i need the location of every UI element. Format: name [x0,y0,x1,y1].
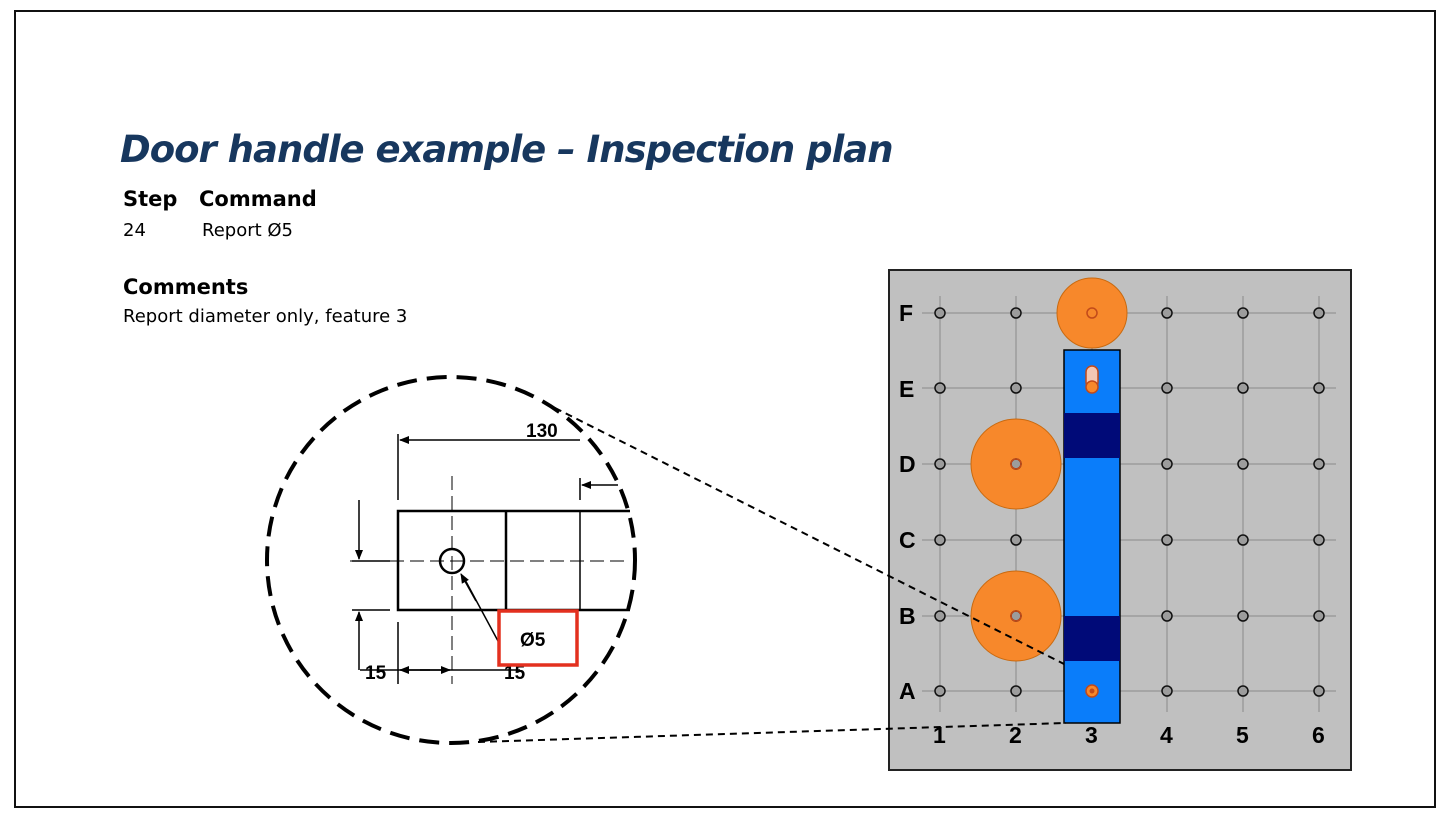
dim-bottom-15-label: 15 [504,663,526,684]
row-label-d: D [899,451,916,477]
dim-left-15-label: 15 [365,663,387,684]
grid-hole-b6 [1313,610,1325,622]
pin-dot-b2 [1010,610,1022,622]
row-label-a: A [899,678,916,704]
grid-hole-e6 [1313,382,1325,394]
handle-body [1063,349,1121,724]
dim-130-label: 130 [526,421,558,442]
grid-hole-a5 [1237,685,1249,697]
col-label-2: 2 [1009,722,1022,748]
grid-hole-f4 [1161,307,1173,319]
grid-hole-d4 [1161,458,1173,470]
grid-hole-d6 [1313,458,1325,470]
grid-hole-e2 [1010,382,1022,394]
grid-hole-a2 [1010,685,1022,697]
grid-hole-b1 [934,610,946,622]
clamp-upper [1064,413,1120,458]
detail-view: 130 15 15 Ø5 [265,375,637,745]
grid-hole-c2 [1010,534,1022,546]
row-label-b: B [899,603,916,629]
detail-magnifier-circle [265,375,637,745]
col-label-4: 4 [1160,722,1173,748]
pin-dot-f3 [1086,307,1098,319]
grid-hole-c6 [1313,534,1325,546]
dimension-vertical [352,500,390,670]
row-label-e: E [899,376,914,402]
column-labels: 1 2 3 4 5 6 [933,722,1325,748]
row-label-f: F [899,300,913,326]
grid-hole-a6 [1313,685,1325,697]
comments-title: Comments [123,275,249,299]
diameter-callout-box [497,609,579,667]
command-header: Command [199,187,317,211]
step-value: 24 [123,220,146,241]
diameter-callout-label: Ø5 [520,630,546,651]
locator-pin-f3 [1056,277,1128,349]
grid-hole-c1 [934,534,946,546]
detail-center-lines [350,476,628,684]
slide-title: Door handle example – Inspection plan [120,128,894,171]
comments-text: Report diameter only, feature 3 [123,306,408,327]
dimension-bottom [360,622,520,684]
clamp-lower [1064,616,1120,661]
grid-hole-b4 [1161,610,1173,622]
pin-dot-a3-center [1089,688,1095,694]
detail-hole [438,547,466,575]
grid-hole-f5 [1237,307,1249,319]
grid-hole-e1 [934,382,946,394]
dimension-130 [397,434,618,500]
step-header: Step [123,187,178,211]
command-value: Report Ø5 [202,220,294,241]
leader-line-upper [554,407,1065,665]
grid-holes [934,307,1325,697]
col-label-5: 5 [1236,722,1249,748]
grid-hole-e4 [1161,382,1173,394]
fixture-grid-lines [922,296,1336,712]
col-label-6: 6 [1312,722,1325,748]
grid-hole-a4 [1161,685,1173,697]
grid-hole-d1 [934,458,946,470]
zoom-leader-lines [477,407,1067,743]
col-label-1: 1 [933,722,946,748]
grid-hole-c5 [1237,534,1249,546]
col-label-3: 3 [1085,722,1098,748]
row-labels: F E D C B A [899,300,916,704]
grid-hole-f1 [934,307,946,319]
grid-hole-f2 [1010,307,1022,319]
grid-hole-d5 [1237,458,1249,470]
pin-dot-d2 [1010,458,1022,470]
leader-line-lower [477,722,1067,743]
grid-hole-f6 [1313,307,1325,319]
callout-leader-arrow [460,573,477,602]
grid-hole-c4 [1161,534,1173,546]
door-handle-part [1010,307,1121,724]
grid-hole-a1 [934,685,946,697]
grid-hole-b5 [1237,610,1249,622]
row-label-c: C [899,527,916,553]
feature-hole-e3 [1085,380,1099,394]
grid-hole-e5 [1237,382,1249,394]
